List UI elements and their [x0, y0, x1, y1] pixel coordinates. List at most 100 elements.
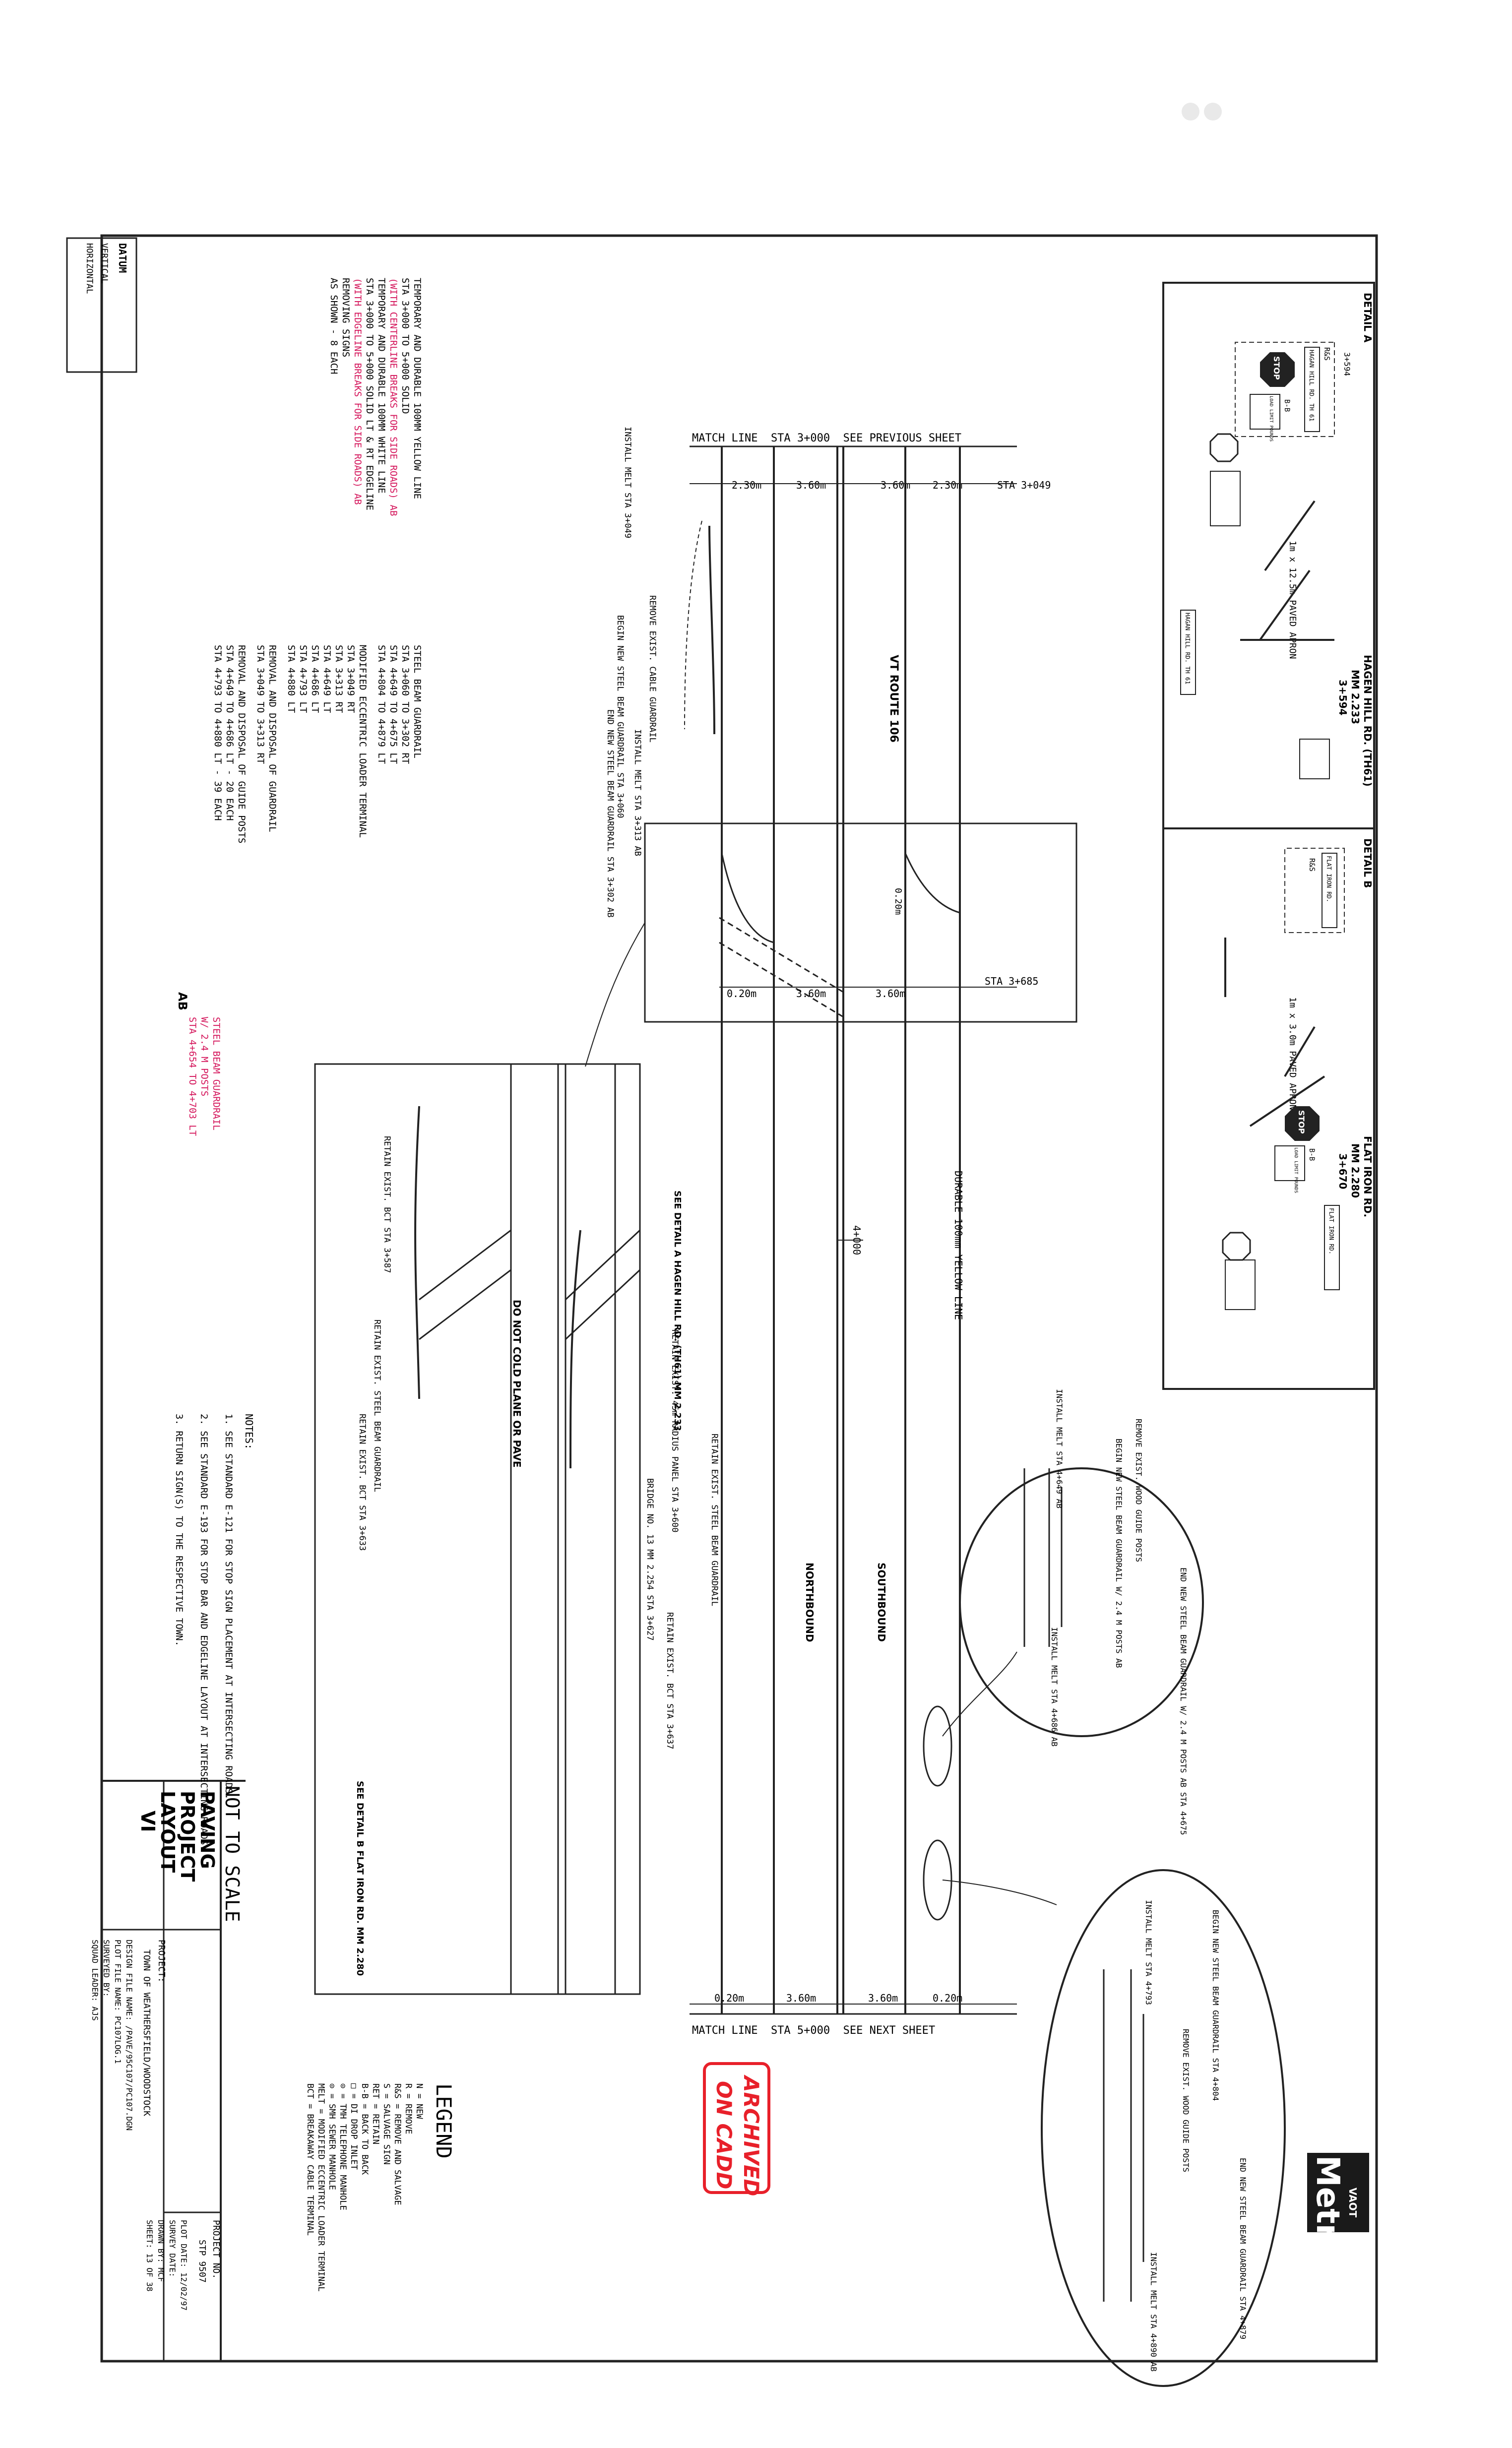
callout-12: RETAIN EXIST. STEEL BEAM GUARDRAIL — [709, 1434, 719, 1606]
title-block — [101, 1780, 222, 2362]
detail-b-sign-text: FLAT IRON RD. — [1325, 856, 1332, 902]
bot-dim-2: 3.60m — [786, 1992, 816, 2004]
legend-6: □ = DI DROP INLET — [349, 2083, 359, 2170]
dim-3: 3.60m — [881, 479, 910, 491]
southbound-label: SOUTHBOUND — [876, 1563, 887, 1642]
datum-vertical: VERTICAL — [99, 243, 109, 284]
detail-b-title: DETAIL B — [1362, 838, 1374, 888]
note-2: 2. SEE STANDARD E-193 FOR STOP BAR AND E… — [198, 1414, 209, 1851]
sta-3049: STA 3+049 — [997, 479, 1051, 491]
mid-dim-1: 0.20m — [727, 988, 756, 1000]
guard-8: STA 4+686 LT — [310, 645, 320, 713]
legend-5: B-B = BACK TO BACK — [360, 2083, 370, 2175]
stop-sign-icon — [1209, 433, 1239, 462]
guard-1: STA 3+060 TO 3+302 RT — [400, 645, 411, 764]
detail-a-stop: STOP — [1272, 356, 1281, 380]
legend-9: MELT = MODIFIED ECCENTRIC LOADER TERMINA… — [316, 2083, 326, 2292]
qty-line-3: TEMPORARY AND DURABLE 100MM WHITE LINE — [376, 278, 387, 494]
design-file: DESIGN FILE NAME: /PAVE/95C107/PC107.DGN — [125, 1940, 134, 2131]
detail-b-mm: MM 2.280 — [1349, 1143, 1361, 1198]
notes-title: NOTES: — [243, 1414, 255, 1449]
route-label: VT ROUTE 106 — [887, 655, 900, 743]
project-label: PROJECT: — [156, 1940, 167, 1983]
guard-14: STA 4+649 TO 4+686 LT - 20 EACH — [224, 645, 235, 821]
stop-sign-icon — [1285, 1106, 1320, 1141]
northbound-label: NORTHBOUND — [804, 1563, 816, 1642]
callout-5: INSTALL MELT STA 3+313 AB — [632, 729, 642, 856]
qty-line-4: STA 3+000 TO 5+000 SOLID LT & RT EDGELIN… — [364, 278, 375, 510]
qty-line-1: STA 3+000 TO 5+000 SOLID — [400, 278, 411, 414]
intersection-box — [644, 822, 1077, 1023]
drawn-by: DRAWN BY: MCF — [156, 2220, 166, 2282]
qty-line-5: (WITH EDGELINE BREAKS FOR SIDE ROADS) AB — [352, 278, 363, 505]
callout-13: BRIDGE NO. 13 MM 2.254 STA 3+627 — [645, 1478, 655, 1641]
sheet-number: SHEET: 13 OF 38 — [145, 2220, 154, 2292]
detail-b-road: FLAT IRON RD. — [1362, 1136, 1374, 1217]
mid-dim-3: 3.60m — [876, 988, 905, 1000]
detail-a-code-rs: R&S — [1323, 347, 1331, 361]
callout-10: DO NOT COLD PLANE OR PAVE — [511, 1300, 523, 1468]
detail-b-sign-text-2: FLAT IRON RD. — [1328, 1208, 1335, 1255]
title-name-4: VI — [137, 1811, 159, 1832]
guard-15: STA 4+793 TO 4+880 LT - 39 EACH — [212, 645, 223, 821]
legend-1: R = REMOVE — [403, 2083, 413, 2134]
note-1: 1. SEE STANDARD E-121 FOR STOP SIGN PLAC… — [223, 1414, 234, 1800]
callout-3: BEGIN NEW STEEL BEAM GUARDRAIL STA 3+060 — [615, 615, 625, 818]
bot-dim-3: 3.60m — [868, 1992, 898, 2004]
c1-callout-1: BEGIN NEW STEEL BEAM GUARDRAIL W/ 2.4 M … — [1114, 1439, 1124, 1668]
stop-sign-icon — [1260, 352, 1295, 387]
detail-a-panel: B-B — [1283, 399, 1291, 412]
detail-a-apron: 1m x 12.5m PAVED APRON — [1287, 541, 1298, 659]
legend-10: BCT = BREAKAWAY CABLE TERMINAL — [305, 2083, 315, 2236]
guard-11: REMOVAL AND DISPOSAL OF GUARDRAIL — [267, 645, 278, 832]
dim-4: 2.30m — [933, 479, 962, 491]
dim-2: 3.60m — [796, 479, 826, 491]
stamp-line-1: ARCHIVED — [739, 2074, 763, 2197]
detail-b-sta: 3+670 — [1337, 1153, 1349, 1189]
legend-0: N = NEW — [414, 2083, 424, 2119]
detail-a-sign-text: HAGAN HILL RD. TH 61 — [1308, 350, 1315, 422]
detail-a-title: DETAIL A — [1362, 293, 1374, 343]
not-to-scale: NOT TO SCALE — [221, 1786, 243, 1922]
c2-callout-2: REMOVE EXIST. WOOD GUIDE POSTS — [1181, 2029, 1191, 2172]
c2-callout-4: INSTALL MELT STA 4+890 AB — [1149, 2252, 1158, 2372]
legend-3: S = SALVAGE SIGN — [381, 2083, 391, 2165]
c1-callout-3: END NEW STEEL BEAM GUARDRAIL W/ 2.4 M PO… — [1179, 1568, 1188, 1835]
match-line-bottom-label: MATCH LINE STA 5+000 SEE NEXT SHEET — [692, 2024, 935, 2037]
qty-line-0: TEMPORARY AND DURABLE 100MM YELLOW LINE — [412, 278, 423, 499]
dim-1: 2.30m — [732, 479, 761, 491]
guardrail-top — [708, 525, 715, 735]
qty-line-2: (WITH CENTERLINE BREAKS FOR SIDE ROADS) … — [388, 278, 399, 516]
plot-file: PLOT FILE NAME: PC107LOG.1 — [113, 1940, 123, 2064]
title-name-2: PROJECT — [177, 1791, 198, 1882]
sheet-border — [100, 234, 1378, 2363]
c1-callout-0: REMOVE EXIST. WOOD GUIDE POSTS — [1134, 1419, 1143, 1562]
steel-posts-1: W/ 2.4 M POSTS — [199, 1017, 210, 1096]
guard-3: STA 4+804 TO 4+879 LT — [376, 645, 387, 764]
inset-box — [314, 1063, 641, 1995]
guard-4: MODIFIED ECCENTRIC LOADER TERMINAL — [357, 645, 368, 838]
guard-9: STA 4+793 LT — [298, 645, 309, 713]
plot-date: PLOT DATE: 12/02/97 — [179, 2220, 189, 2311]
c2-callout-0: BEGIN NEW STEEL BEAM GUARDRAIL STA 4+804 — [1211, 1910, 1220, 2101]
callout-11: RETAIN EXIST. BCT STA 3+633 — [357, 1414, 367, 1551]
callout-14: RETAIN EXIST. BCT STA 3+637 — [665, 1612, 675, 1749]
surveyed-by: SURVEYED BY: — [102, 1940, 111, 1997]
punch-hole-icon — [1204, 103, 1222, 121]
legend-2: R&S = REMOVE AND SALVAGE — [392, 2083, 402, 2205]
legend-8: ⊙ = SMH SEWER MANHOLE — [327, 2083, 337, 2190]
legend-4: RET = RETAIN — [371, 2083, 380, 2144]
detail-a-mm: MM 2.233 — [1349, 670, 1361, 724]
roadway — [719, 446, 961, 2014]
yellow-line-label: DURABLE 100mm YELLOW LINE — [952, 1171, 964, 1320]
callout-1: INSTALL MELT STA 3+049 — [623, 427, 632, 538]
callout-9: RETAIN EXIST. STEEL BEAM GUARDRAIL — [372, 1319, 382, 1492]
legend-title: LEGEND — [432, 2083, 456, 2159]
stop-sign-icon — [1222, 1232, 1251, 1261]
logo-agency: VAOT — [1347, 2188, 1359, 2218]
guard-2: STA 4+649 TO 4+675 LT — [388, 645, 399, 764]
guard-12: STA 3+049 TO 3+313 RT — [255, 645, 266, 764]
detail-b-panel: B-B — [1308, 1148, 1316, 1161]
c1-callout-2: INSTALL MELT STA 4+649 AB — [1055, 1389, 1064, 1508]
callout-7: RETAIN EXIST. 45m RADIUS PANEL STA 3+600 — [670, 1329, 680, 1532]
